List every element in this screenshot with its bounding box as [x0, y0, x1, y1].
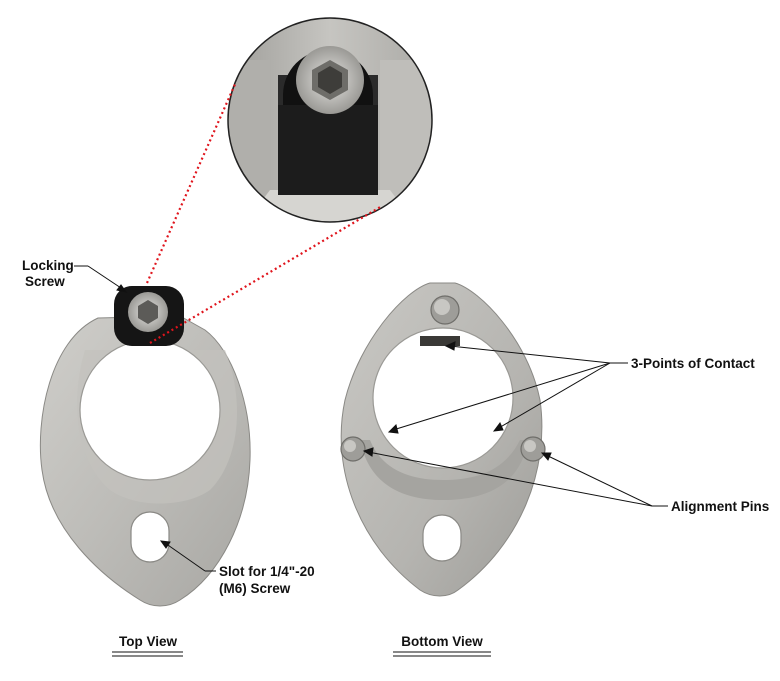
label-alignment-pins: Alignment Pins: [671, 499, 769, 514]
zoom-inset: [227, 17, 433, 223]
label-locking-screw-line2: Screw: [25, 274, 65, 289]
top-view-part: [39, 286, 251, 607]
bottom-view-slot: [422, 514, 462, 562]
caption-bottom-view: Bottom View: [401, 634, 483, 649]
caption-top-view: Top View: [119, 634, 178, 649]
top-view-slot: [130, 511, 170, 563]
label-slot-line1: Slot for 1/4"-20: [219, 564, 315, 579]
zoom-connector: [145, 81, 383, 344]
label-locking-screw-line1: Locking: [22, 258, 74, 273]
top-view-bore: [79, 339, 221, 481]
leader-lines: [74, 265, 668, 572]
label-slot-line2: (M6) Screw: [219, 581, 291, 596]
bottom-view-bore: [372, 327, 514, 469]
label-contact-points: 3-Points of Contact: [631, 356, 755, 371]
bottom-view-screw-tip: [420, 336, 460, 346]
bottom-view-part: [340, 282, 546, 597]
